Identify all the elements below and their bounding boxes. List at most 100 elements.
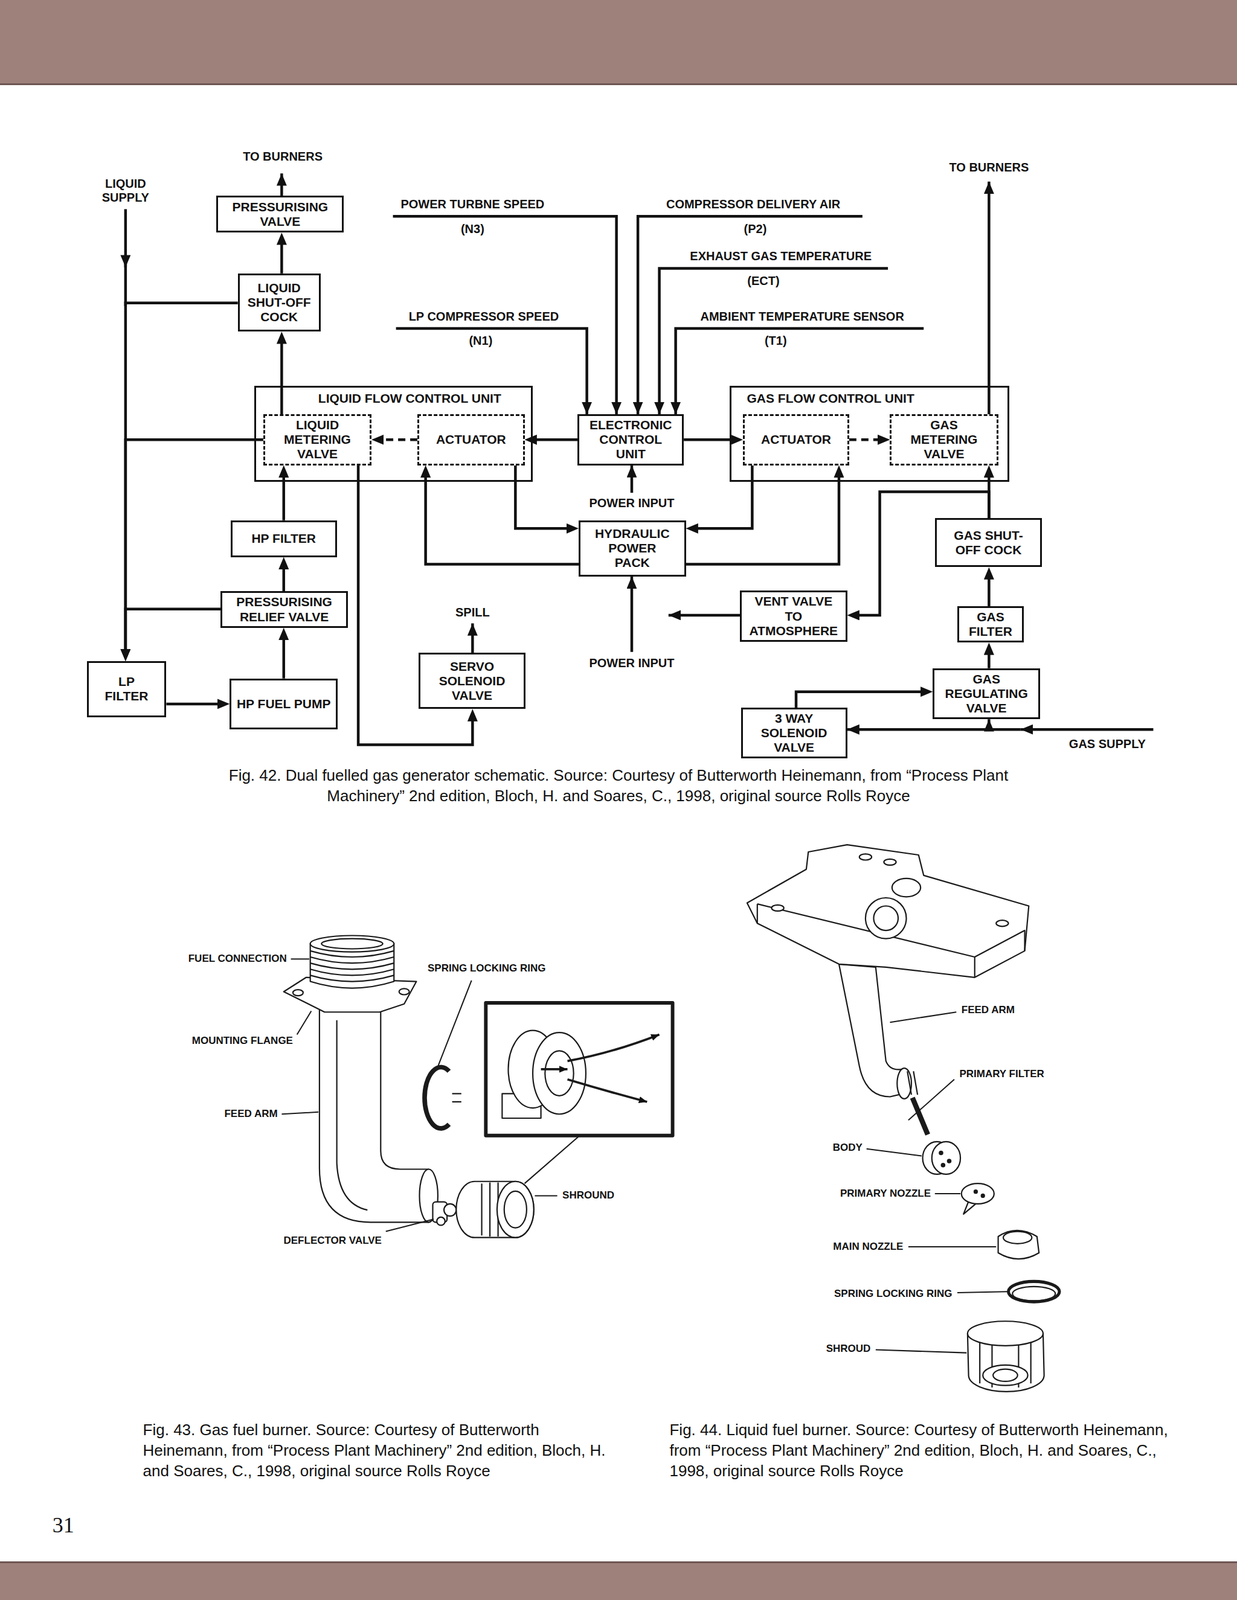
signal-label: TO BURNERS [948, 160, 1029, 175]
process-box: LIQUID SHUT-OFF COCK [237, 273, 321, 332]
flow-connector [166, 703, 224, 707]
fuel-port [892, 878, 921, 897]
primary-filter [912, 1098, 928, 1135]
node-label: HP FILTER [251, 531, 316, 547]
process-box: GAS SHUT-OFF COCK [934, 518, 1042, 568]
spring-locking-ring [1008, 1281, 1059, 1303]
process-box: LP FILTER [86, 661, 167, 718]
gas-supply-line [847, 728, 993, 731]
flange-hole [292, 989, 304, 997]
mounting-hole [859, 854, 872, 861]
detail-inset [532, 1032, 586, 1115]
node-label: GAS SHUT-OFF COCK [946, 528, 1032, 558]
signal-label: COMPRESSOR DELIVERY AIR [666, 196, 841, 211]
leader-line [524, 1136, 580, 1184]
signal-label: POWER TURBNE SPEED [400, 196, 545, 211]
signal-label: EXHAUST GAS TEMPERATURE [689, 249, 872, 264]
leader-line [866, 1149, 922, 1157]
shroud [481, 1182, 499, 1237]
flow-connector [686, 471, 839, 565]
feed-arm [319, 1005, 429, 1223]
leader-line [534, 1195, 557, 1197]
node-label: LIQUID METERING VALVE [268, 417, 367, 462]
liquid-burner-drawing [747, 845, 1060, 1393]
process-box: SERVO SOLENOID VALVE [418, 652, 526, 710]
signal-line [675, 328, 925, 415]
signal-label: AMBIENT TEMPERATURE SENSOR [700, 309, 904, 324]
detail-inset [485, 1003, 673, 1137]
node-label: HP FUEL PUMP [236, 697, 331, 712]
spring-locking-ring [452, 1093, 462, 1103]
primary-nozzle [974, 1190, 978, 1194]
spring-locking-ring [1012, 1287, 1056, 1302]
flow-arrow [567, 1079, 648, 1103]
connector-group [125, 238, 990, 745]
body [939, 1151, 943, 1155]
node-label: GAS METERING VALVE [898, 417, 990, 462]
flow-connector [125, 609, 221, 656]
detail-inset [544, 1050, 574, 1096]
signal-label: (T1) [764, 334, 788, 348]
unit-component-box: GAS METERING VALVE [889, 414, 998, 466]
body [941, 1163, 945, 1167]
leader-line [291, 958, 310, 960]
shroud [982, 1365, 1028, 1387]
leader-line [297, 1011, 312, 1036]
part-label: MOUNTING FLANGE [192, 1035, 293, 1048]
body [931, 1142, 961, 1175]
shroud [967, 1321, 1044, 1347]
fuel-connection [310, 936, 395, 953]
process-box: GAS REGULATING VALVE [932, 668, 1040, 720]
spill-line [471, 623, 474, 653]
mounting-hole [771, 905, 784, 912]
main-nozzle [998, 1230, 1040, 1260]
node-label: GAS REGULATING VALVE [938, 672, 1035, 716]
node-label: 3 WAY SOLENOID VALVE [746, 711, 842, 756]
primary-filter [907, 1071, 918, 1096]
leader-line [908, 1079, 955, 1122]
flow-connector [280, 238, 284, 274]
process-box: 3 WAY SOLENOID VALVE [741, 707, 848, 759]
leader-line [957, 1291, 1008, 1294]
node-label: ACTUATOR [436, 432, 507, 447]
node-label: ELECTRONIC CONTROL UNIT [587, 417, 675, 462]
process-box: GAS FILTER [957, 606, 1024, 643]
signal-label: POWER INPUT [588, 496, 675, 511]
process-box: PRESSURISING RELIEF VALVE [220, 591, 348, 628]
flow-connector [692, 465, 753, 530]
gas-burner-drawing [283, 936, 673, 1239]
part-label: DEFLECTOR VALVE [283, 1235, 382, 1248]
gas-supply-line [1020, 728, 1154, 731]
unit-component-box: LIQUID METERING VALVE [263, 414, 372, 466]
flow-connector [796, 692, 927, 708]
signal-line [125, 173, 1154, 730]
process-box: VENT VALVE TO ATMOSPHERE [739, 590, 847, 642]
part-label: FEED ARM [961, 1004, 1015, 1017]
power-line [630, 576, 633, 653]
thread-lines [310, 951, 395, 983]
fuel-port [865, 898, 907, 940]
signal-label: (ECT) [747, 273, 780, 288]
signal-label: LIQUID SUPPLY [102, 176, 150, 205]
process-box: PRESSURISING VALVE [216, 195, 344, 233]
flow-connector [987, 648, 991, 669]
mounting-hole [883, 859, 896, 866]
outlet-line [987, 181, 990, 415]
unit-heading: GAS FLOW CONTROL UNIT [747, 391, 915, 406]
signal-label: TO BURNERS [242, 149, 323, 164]
unit-heading: LIQUID FLOW CONTROL UNIT [318, 391, 502, 406]
flow-connector [282, 563, 286, 592]
flange-hole [399, 988, 410, 995]
node-label: LP FILTER [97, 674, 156, 704]
part-label: FUEL CONNECTION [188, 953, 287, 966]
primary-nozzle [961, 1183, 995, 1205]
gas-supply-line [988, 719, 1021, 730]
part-label: BODY [832, 1142, 863, 1155]
part-label: SHROUD [826, 1343, 871, 1356]
signal-line [393, 216, 617, 415]
main-nozzle [1003, 1232, 1032, 1245]
shroud [456, 1182, 534, 1239]
signal-label: (N1) [468, 334, 493, 348]
flow-connector [280, 337, 284, 415]
node-label: PRESSURISING VALVE [221, 199, 339, 229]
